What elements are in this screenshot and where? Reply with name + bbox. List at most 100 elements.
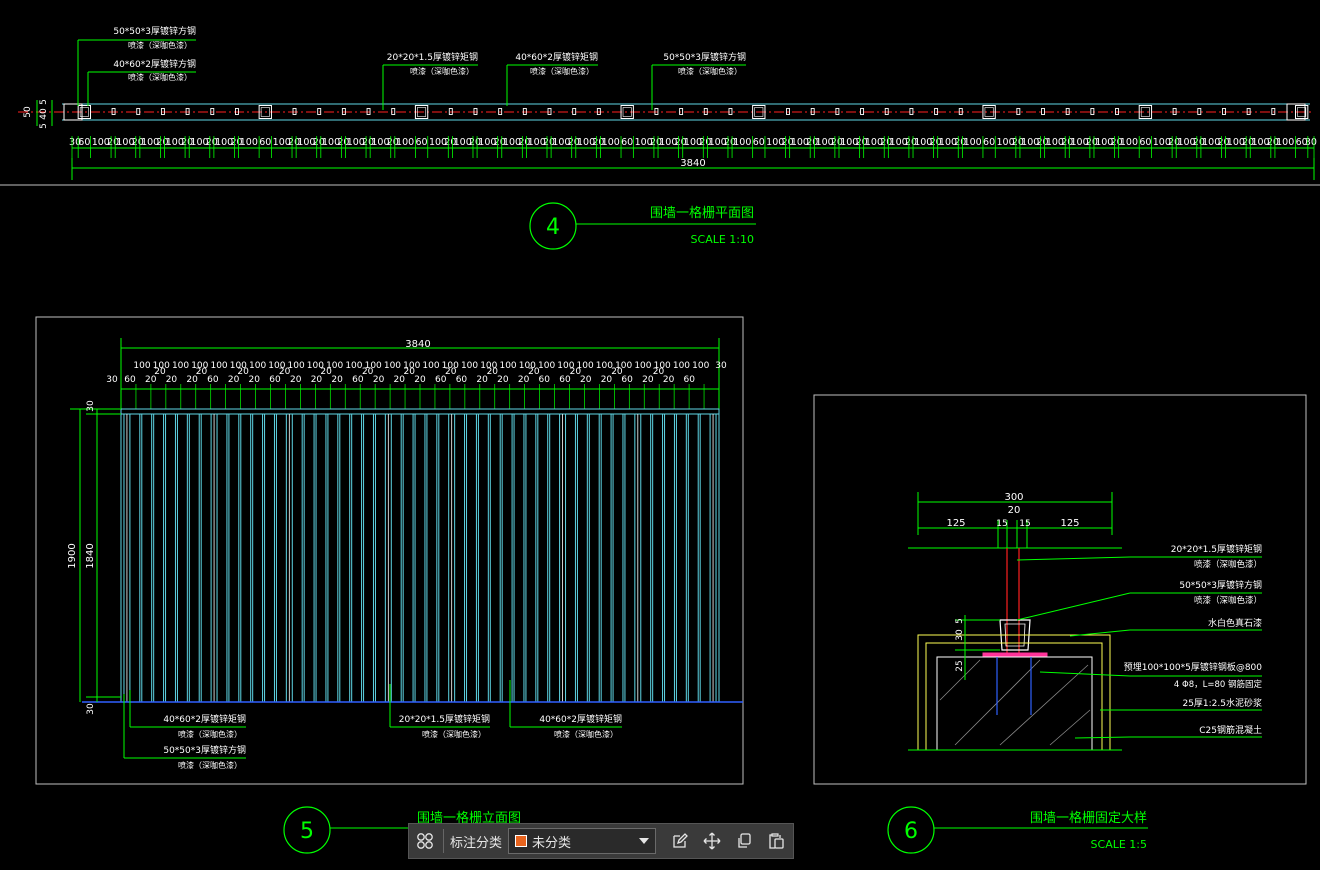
plan-tube [1016, 108, 1021, 115]
elevation-callout-line1: 50*50*3厚镀锌方钢 [163, 744, 246, 756]
plan-tube [1222, 108, 1226, 115]
elevation-bottom-label: 20 [290, 375, 302, 385]
elevation-mid-label: 20 [320, 367, 332, 377]
elevation-bottom-label: 20 [518, 375, 530, 385]
plan-side-dim: 5 [39, 99, 49, 105]
detail-dim-left: 125 [946, 518, 965, 529]
plan-end-post-right [1286, 103, 1306, 121]
plan-tube [391, 108, 396, 115]
detail-number-circle [887, 806, 935, 854]
plan-dim-label: 100 [766, 137, 784, 148]
plan-scale: SCALE 1:10 [691, 233, 754, 246]
elevation-top-label: 100 [288, 361, 305, 371]
elevation-top-label: 100 [596, 361, 613, 371]
plan-dim-label: 20 [930, 137, 942, 148]
plan-dim-label: 60 [1296, 137, 1308, 148]
plan-dim-label: 100 [322, 137, 340, 148]
plan-dim-label: 100 [215, 137, 233, 148]
detail-view: 300 20 125 15 15 125 5 30 25 20*20*1.5厚镀… [813, 394, 1307, 854]
plan-post [982, 105, 996, 119]
move-button[interactable] [696, 824, 728, 858]
plan-tube [522, 108, 527, 115]
plan-callout-line2: 喷漆（深咖色漆） [128, 72, 192, 82]
plan-dim-label: 20 [362, 137, 374, 148]
elevation-top-label: 100 [480, 361, 497, 371]
elevation-bottom-label: 30 [106, 375, 118, 385]
elevation-bottom-label: 60 [269, 375, 281, 385]
plan-tube [185, 108, 190, 115]
edit-button[interactable] [664, 824, 696, 858]
plan-dim-label: 100 [1095, 137, 1113, 148]
plan-total-dim: 3840 [680, 158, 705, 169]
paste-button[interactable] [760, 824, 792, 858]
elevation-bottom-label: 60 [684, 375, 696, 385]
elevation-height-top: 30 [86, 400, 96, 412]
plan-tube [234, 108, 239, 115]
elevation-bottom-label: 20 [145, 375, 157, 385]
plan-dim-label: 20 [1012, 137, 1024, 148]
elevation-total-dim: 3840 [405, 339, 430, 350]
detail-leader [1069, 629, 1131, 637]
plan-dim-label: 20 [782, 137, 794, 148]
plan-dim-label: 20 [568, 137, 580, 148]
elevation-bottom-label: 60 [456, 375, 468, 385]
plan-dim-label: 60 [416, 137, 428, 148]
detail-leader [1039, 671, 1131, 677]
elevation-top-label: 100 [191, 361, 208, 371]
plan-tube [572, 108, 577, 115]
detail-leader [1074, 736, 1131, 739]
plan-tube [341, 108, 346, 115]
elevation-top-label: 100 [692, 361, 709, 371]
plan-dim-label: 20 [856, 137, 868, 148]
plan-dim-label: 20 [1217, 137, 1229, 148]
detail-callout-line1: 20*20*1.5厚镀锌矩钢 [1171, 543, 1262, 555]
detail-dim-center: 20 [1008, 505, 1021, 516]
plan-tube [654, 108, 659, 115]
plan-title: 围墙一格栅平面图 [650, 205, 754, 221]
plan-dim-label: 20 [288, 137, 300, 148]
plan-dim-label: 100 [635, 137, 653, 148]
plan-dim-label: 100 [890, 137, 908, 148]
plan-post-inner [984, 107, 994, 117]
plan-callout-line1: 50*50*3厚镀锌方钢 [113, 25, 196, 37]
elevation-top-label: 100 [230, 361, 247, 371]
plan-callout-line2: 喷漆（深咖色漆） [678, 66, 742, 76]
elevation-top-label: 100 [403, 361, 420, 371]
plan-post [620, 105, 634, 119]
annotation-category-label: 标注分类 [450, 835, 503, 851]
plan-dim-label: 20 [699, 137, 711, 148]
plan-dim-label: 60 [78, 137, 90, 148]
plan-tube [1246, 108, 1251, 115]
plan-dim-label: 100 [1120, 137, 1138, 148]
elevation-callout-line1: 20*20*1.5厚镀锌矩钢 [399, 713, 490, 725]
plan-dim-label: 20 [724, 137, 736, 148]
plan-side-dim: 50 [23, 106, 33, 118]
grid-tool-button[interactable] [409, 824, 441, 858]
plan-dim-label: 100 [528, 137, 546, 148]
elevation-top-label: 100 [634, 361, 651, 371]
detail-dim-total: 300 [1004, 492, 1023, 503]
detail-callout-line1: 25厚1:2.5水泥砂浆 [1182, 697, 1262, 709]
elevation-bottom-label: 20 [414, 375, 426, 385]
plan-dim-label: 20 [880, 137, 892, 148]
detail-finish-outer [917, 634, 1111, 750]
plan-dim-label: 100 [1177, 137, 1195, 148]
plan-dim-label: 20 [905, 137, 917, 148]
detail-dim-s2: 15 [1019, 519, 1030, 529]
plan-side-dim: 40 [39, 108, 49, 120]
elevation-height-overall: 1900 [67, 543, 78, 568]
plan-tube [136, 108, 141, 115]
detail-callout-line2: 喷漆（深咖色漆） [1194, 595, 1262, 606]
copy-button[interactable] [728, 824, 760, 858]
elevation-frame [35, 316, 744, 785]
plan-dim-label: 100 [297, 137, 315, 148]
elevation-callout-line1: 40*60*2厚镀锌矩钢 [163, 713, 246, 725]
annotation-category-select[interactable]: 未分类 [508, 828, 657, 854]
plan-post-inner [260, 107, 270, 117]
plan-dim-label: 100 [964, 137, 982, 148]
detail-callout-line1: 50*50*3厚镀锌方钢 [1179, 579, 1262, 591]
plan-number-circle [529, 202, 577, 250]
plan-tube [679, 108, 684, 115]
